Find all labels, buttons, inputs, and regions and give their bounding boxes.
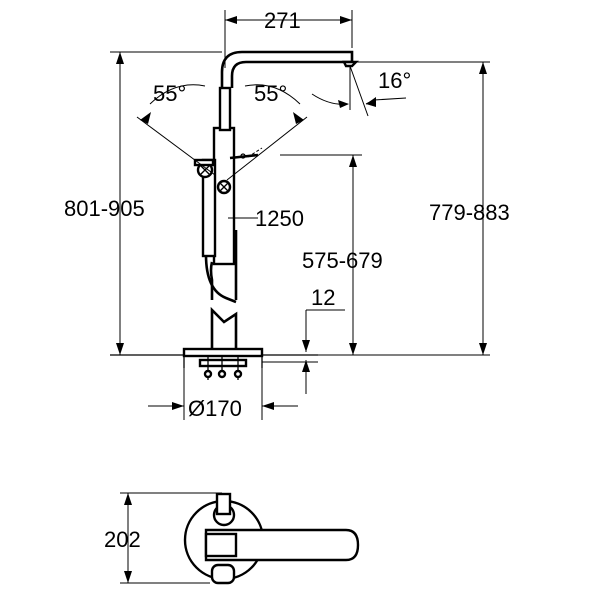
top-handle-lever bbox=[204, 528, 360, 562]
label-55-right: 55° bbox=[254, 81, 287, 106]
label-801-905: 801-905 bbox=[64, 196, 145, 221]
label-diameter-170: Ø170 bbox=[188, 396, 242, 421]
label-271: 271 bbox=[264, 8, 301, 33]
dim-271 bbox=[224, 10, 353, 68]
dim-16-degree bbox=[311, 65, 407, 117]
label-575-679: 575-679 bbox=[302, 248, 383, 273]
label-1250: 1250 bbox=[255, 206, 304, 231]
label-12: 12 bbox=[311, 285, 335, 310]
top-view: 202 bbox=[104, 492, 360, 585]
spout bbox=[220, 50, 354, 88]
dim-170 bbox=[148, 362, 298, 420]
handle-knobs bbox=[193, 153, 246, 195]
label-16: 16° bbox=[378, 68, 411, 93]
dim-801-905 bbox=[110, 51, 222, 355]
dim-575-679 bbox=[280, 154, 362, 355]
base-plate bbox=[182, 347, 264, 380]
side-view: 271 55° 55° 16° 801-905 779-883 1250 575… bbox=[64, 8, 510, 421]
angle-lines bbox=[136, 84, 308, 181]
dim-779-883 bbox=[318, 61, 490, 356]
label-202: 202 bbox=[104, 527, 141, 552]
dim-202 bbox=[120, 492, 222, 584]
faucet-column bbox=[201, 86, 259, 349]
dim-12 bbox=[262, 309, 345, 394]
label-55-left: 55° bbox=[153, 81, 186, 106]
label-779-883: 779-883 bbox=[429, 200, 510, 225]
